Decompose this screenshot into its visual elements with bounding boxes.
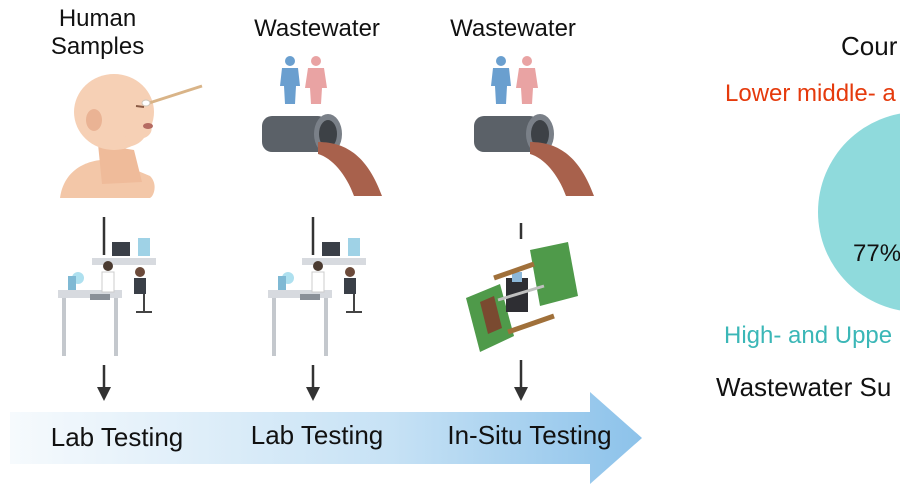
human-swab-illustration [60,74,203,198]
column-2-title-line1: Wastewater [254,15,380,42]
wastewater-pipe-icon [474,114,594,196]
lab-bench-illustration [58,238,156,356]
people-icon [280,56,327,104]
lab-bench-illustration [268,238,366,356]
column-3-title-line1: Wastewater [450,15,576,42]
side-panel-title: Cour [841,31,898,61]
process-flow-arrow [10,392,642,484]
column-1-title: Human Samples [30,5,165,61]
high-upper-income-label: High- and Uppe [724,322,893,349]
column-2-title: Wastewater [232,15,402,43]
pie-percent-label: 77% [853,240,900,267]
testing-label-2: Lab Testing [250,420,384,450]
column-1-title-line2: Samples [50,33,145,60]
testing-label-3: In-Situ Testing [447,420,612,450]
column-1-title-line1: Human [58,5,137,32]
testing-label-1: Lab Testing [50,422,184,452]
connector-arrows [97,217,528,401]
pie-slice-high-income [818,113,900,311]
lower-middle-income-label: Lower middle- a [725,80,896,107]
side-panel-footer: Wastewater Su [716,372,892,402]
people-icon [491,56,538,104]
pie-chart [818,113,900,311]
wastewater-pipe-icon [262,114,382,196]
in-situ-sensor-device [466,242,578,352]
column-3-title: Wastewater [428,15,598,43]
